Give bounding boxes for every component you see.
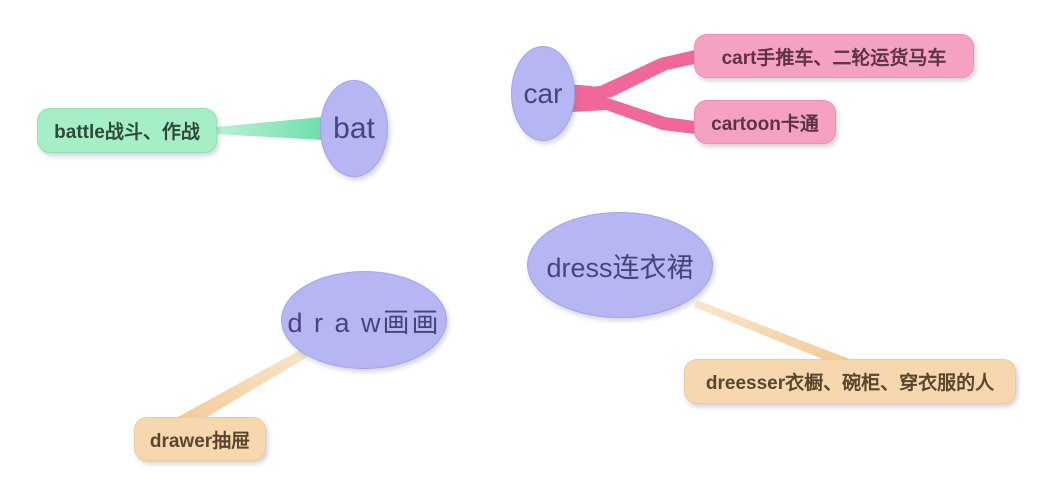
node-cart[interactable]: cart手推车、二轮运货马车 [694,34,974,78]
node-car-label: car [523,77,563,109]
node-bat[interactable]: bat [320,80,388,177]
node-cartoon[interactable]: cartoon卡通 [694,100,836,144]
link-battle-to-bat [216,117,322,140]
node-draw[interactable]: d r a w画画 [281,271,447,369]
node-cart-label: cart手推车、二轮运货马车 [721,47,947,69]
node-dreesser-label: dreesser衣橱、碗柜、穿衣服的人 [705,373,995,394]
node-battle-label: battle战斗、作战 [54,122,200,143]
node-drawer-label: drawer抽屉 [149,430,251,452]
node-dress-label: dress连衣裙 [546,252,694,283]
node-draw-label: d r a w画画 [287,307,441,338]
node-dreesser[interactable]: dreesser衣橱、碗柜、穿衣服的人 [684,359,1016,404]
node-car[interactable]: car [511,46,575,141]
link-car-to-cartoon [572,97,695,134]
node-cartoon-label: cartoon卡通 [711,113,819,135]
node-battle[interactable]: battle战斗、作战 [37,108,217,153]
node-bat-label: bat [333,111,375,145]
link-dress-to-dreesser [694,300,860,366]
node-drawer[interactable]: drawer抽屉 [134,417,266,461]
link-car-to-cart [572,50,695,101]
node-dress[interactable]: dress连衣裙 [527,212,713,318]
